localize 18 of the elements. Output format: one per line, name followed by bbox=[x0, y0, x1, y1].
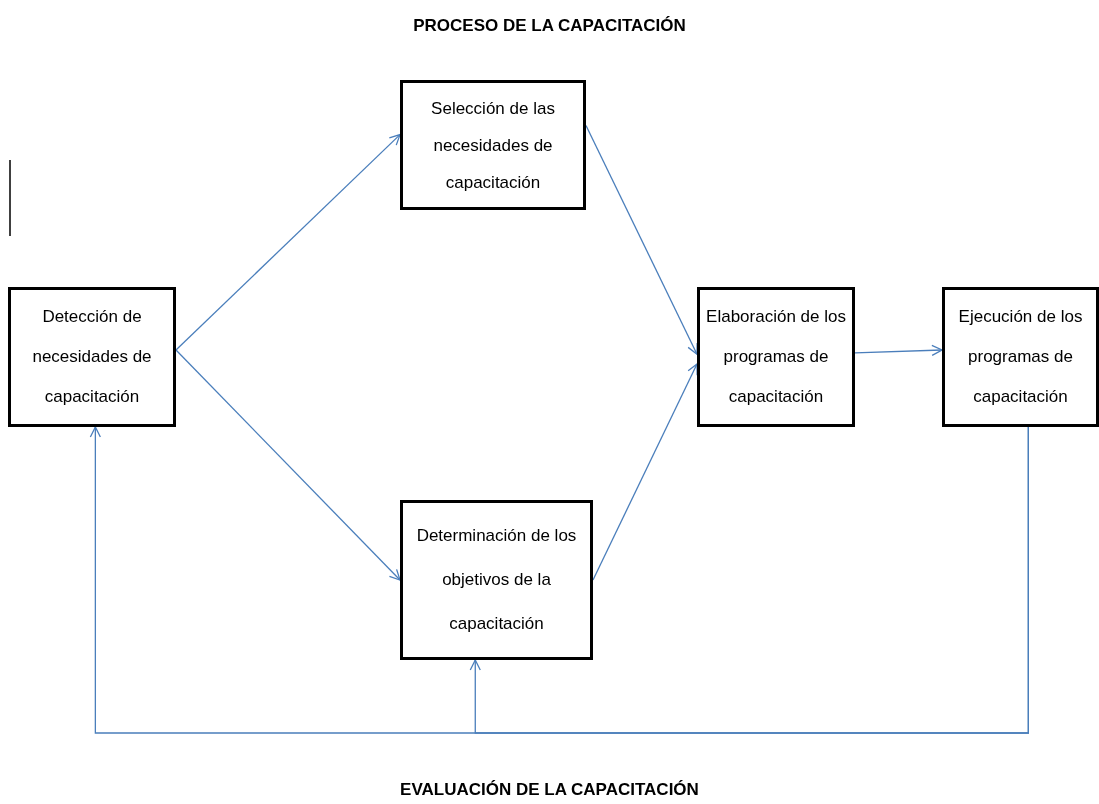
process-box bbox=[8, 287, 176, 427]
process-box bbox=[942, 287, 1099, 427]
arrow bbox=[585, 124, 698, 355]
step-label: Determinación de los objetivos de la capacitación bbox=[415, 525, 578, 635]
step-label: Ejecución de los programas de capacitación bbox=[957, 306, 1084, 408]
arrow bbox=[469, 426, 1029, 734]
process-box bbox=[697, 287, 855, 427]
arrow bbox=[175, 349, 401, 581]
arrow bbox=[592, 363, 698, 581]
diagram-title: PROCESO DE LA CAPACITACIÓN bbox=[413, 16, 686, 35]
step-label: Selección de las necesidades de capacitación bbox=[430, 97, 556, 194]
process-box bbox=[400, 80, 586, 210]
step-label: Elaboración de los programas de capacitación bbox=[705, 306, 847, 408]
loop-label: EVALUACIÓN DE LA CAPACITACIÓN bbox=[400, 780, 699, 799]
arrow bbox=[175, 133, 401, 351]
process-box bbox=[400, 500, 593, 660]
arrow bbox=[854, 344, 943, 356]
step-label: Detección de necesidades de capacitación bbox=[31, 306, 153, 408]
